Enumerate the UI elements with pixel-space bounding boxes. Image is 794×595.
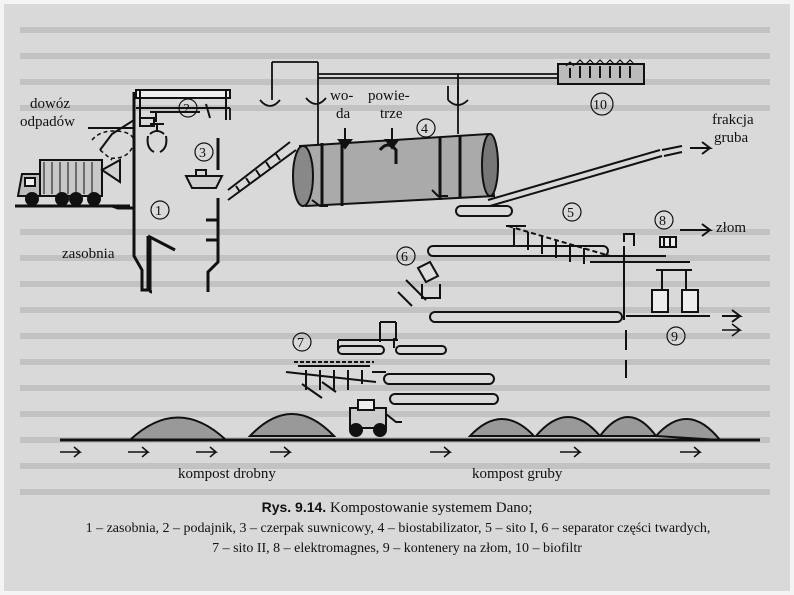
component-markers: 1 2 3 4 5 6 7 8 9 10	[150, 92, 686, 352]
svg-text:3: 3	[199, 146, 206, 161]
marker-7: 7	[292, 332, 312, 352]
svg-text:4: 4	[421, 122, 428, 137]
marker-5: 5	[562, 202, 582, 222]
marker-10: 10	[590, 92, 614, 116]
crane-feeder-2	[135, 89, 231, 153]
fine-compost-arrows	[60, 446, 293, 458]
figure-number: Rys. 9.14.	[261, 499, 327, 515]
marker-4: 4	[416, 118, 436, 138]
coarse-compost-arrows	[430, 446, 703, 458]
label-coarse-compost: kompost gruby	[472, 466, 563, 482]
marker-9: 9	[666, 326, 686, 346]
sieve-5	[427, 225, 666, 264]
marker-8: 8	[654, 210, 674, 230]
exhaust-arrows-icon	[565, 59, 635, 67]
bottom-conveyors	[383, 373, 499, 405]
chute	[623, 233, 635, 246]
front-loader-icon	[349, 399, 402, 437]
figure-legend-line1: 1 – zasobnia, 2 – podajnik, 3 – czerpak …	[85, 521, 711, 536]
scrap-containers-9	[651, 269, 699, 313]
label-delivery-line1: dowóz	[30, 96, 70, 112]
dano-system-diagram: 1 2 3 4 5 6 7 8 9 10 dowóz odpadów zasob…	[15, 27, 770, 495]
right-arrow-icon	[722, 323, 743, 337]
label-water-line1: wo-	[330, 88, 353, 104]
sieve-7	[285, 361, 386, 399]
label-coarse-fraction-line1: frakcja	[712, 112, 754, 128]
label-air-line2: trze	[380, 106, 403, 122]
electromagnet-8	[659, 236, 677, 248]
marker-6: 6	[396, 246, 416, 266]
svg-text:9: 9	[671, 330, 678, 345]
svg-text:10: 10	[593, 98, 607, 113]
label-water-line2: da	[336, 106, 351, 122]
svg-text:1: 1	[155, 204, 162, 219]
figure-caption-title: Rys. 9.14. Kompostowanie systemem Dano;	[0, 499, 794, 517]
label-fine-compost: kompost drobny	[178, 466, 276, 482]
svg-text:5: 5	[567, 206, 574, 221]
bleed-through-text	[20, 27, 770, 495]
svg-text:7: 7	[297, 336, 304, 351]
svg-text:8: 8	[659, 214, 666, 229]
long-middle-conveyor	[429, 246, 743, 378]
biostabilizer-drum-4	[292, 132, 499, 208]
bunker-1	[88, 92, 220, 294]
label-scrap: złom	[716, 220, 746, 236]
scoop-3	[184, 141, 297, 201]
figure-title: Kompostowanie systemem Dano;	[329, 500, 533, 516]
svg-text:2: 2	[183, 102, 190, 117]
label-air-line1: powie-	[368, 88, 410, 104]
coarse-fraction-conveyor	[487, 141, 713, 207]
marker-3: 3	[194, 142, 214, 162]
transfer-conveyor	[455, 205, 513, 217]
hard-parts-separator-6	[397, 260, 441, 307]
biofilter-10	[557, 59, 645, 85]
label-coarse-fraction-line2: gruba	[714, 130, 748, 146]
label-bunker: zasobnia	[62, 246, 115, 262]
distribution-chutes	[337, 321, 447, 355]
compost-piles	[127, 413, 723, 442]
scrap-arrow-icon	[680, 223, 713, 237]
grab-claw-icon	[146, 130, 168, 153]
marker-2: 2	[178, 98, 198, 118]
marker-1: 1	[150, 200, 170, 220]
air-arrow-icon	[384, 128, 400, 150]
svg-text:6: 6	[401, 250, 408, 265]
right-arrow-icon	[722, 309, 743, 323]
scanned-page: 1 2 3 4 5 6 7 8 9 10 dowóz odpadów zasob…	[4, 4, 790, 591]
water-arrow-icon	[337, 128, 353, 150]
label-delivery-line2: odpadów	[20, 114, 75, 130]
figure-legend-line2: 7 – sito II, 8 – elektromagnes, 9 – kont…	[212, 541, 582, 556]
grab-dashed-path	[91, 130, 135, 160]
truck-icon	[16, 158, 121, 206]
